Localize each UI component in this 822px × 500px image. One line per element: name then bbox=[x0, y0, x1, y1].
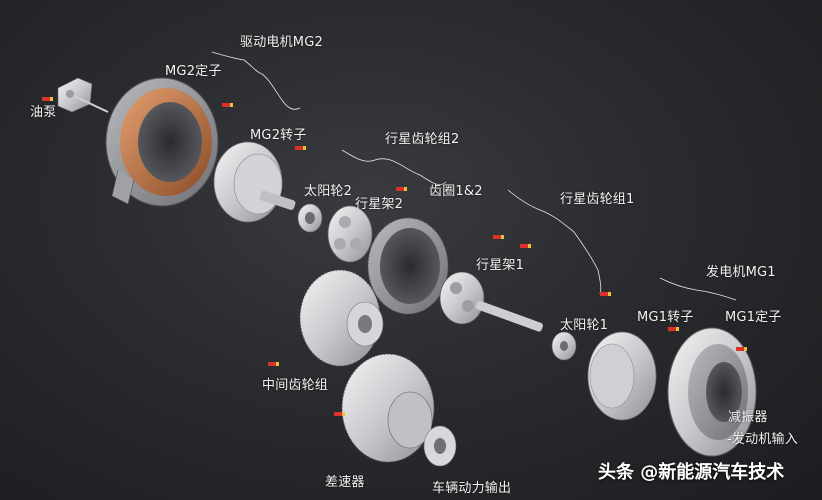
watermark: 头条 @新能源汽车技术 bbox=[598, 462, 785, 483]
carrier-2 bbox=[327, 205, 373, 263]
annotation-lines bbox=[211, 51, 737, 301]
oil-pump bbox=[57, 77, 109, 113]
marker-mg1-rotor bbox=[668, 327, 679, 331]
intermediate-gear-set bbox=[299, 269, 384, 367]
marker-carrier-1 bbox=[520, 244, 531, 248]
marker-mg2-stator bbox=[222, 103, 233, 107]
label-drive-motor-mg2: 驱动电机MG2 bbox=[240, 35, 323, 50]
part-markers bbox=[42, 97, 747, 416]
mg2-rotor bbox=[213, 141, 296, 223]
marker-intermediate bbox=[268, 362, 279, 366]
label-generator-mg1: 发电机MG1 bbox=[706, 265, 776, 280]
marker-ring-gear bbox=[493, 235, 504, 239]
label-mg2-stator: MG2定子 bbox=[165, 64, 222, 79]
label-mg1-stator: MG1定子 bbox=[725, 310, 782, 325]
sun-gear-1 bbox=[551, 331, 577, 361]
label-carrier-2: 行星架2 bbox=[355, 197, 404, 212]
label-planetary-set-1: 行星齿轮组1 bbox=[560, 192, 635, 207]
mg1-stator bbox=[667, 327, 757, 457]
label-carrier-1: 行星架1 bbox=[476, 258, 525, 273]
label-oil-pump: 油泵 bbox=[30, 105, 57, 120]
label-intermediate-gear-set: 中间齿轮组 bbox=[262, 378, 329, 393]
sun-gear-2 bbox=[297, 203, 323, 233]
marker-mg1-stator bbox=[736, 347, 747, 351]
mg2-stator bbox=[105, 77, 219, 207]
ring-gear-1-2 bbox=[367, 217, 449, 315]
marker-carrier-2 bbox=[396, 187, 407, 191]
marker-mg2-rotor bbox=[295, 146, 306, 150]
mg1-rotor bbox=[587, 331, 657, 421]
label-mg1-rotor: MG1转子 bbox=[637, 310, 694, 325]
label-planetary-set-2: 行星齿轮组2 bbox=[385, 132, 460, 147]
label-engine-input: -发动机输入 bbox=[727, 432, 798, 447]
marker-planetary-1 bbox=[600, 292, 611, 296]
marker-oil-pump bbox=[42, 97, 53, 101]
label-differential: 差速器 bbox=[325, 475, 365, 490]
differential bbox=[341, 353, 457, 467]
label-ring-gear-1-2: 齿圈1&2 bbox=[429, 184, 483, 199]
marker-differential bbox=[334, 412, 345, 416]
label-damper: 减振器 bbox=[728, 410, 768, 425]
label-mg2-rotor: MG2转子 bbox=[250, 128, 307, 143]
label-vehicle-power-output: 车辆动力输出 bbox=[432, 481, 512, 496]
carrier-1 bbox=[439, 271, 543, 332]
label-sun-gear-1: 太阳轮1 bbox=[560, 318, 609, 333]
label-sun-gear-2: 太阳轮2 bbox=[304, 184, 353, 199]
